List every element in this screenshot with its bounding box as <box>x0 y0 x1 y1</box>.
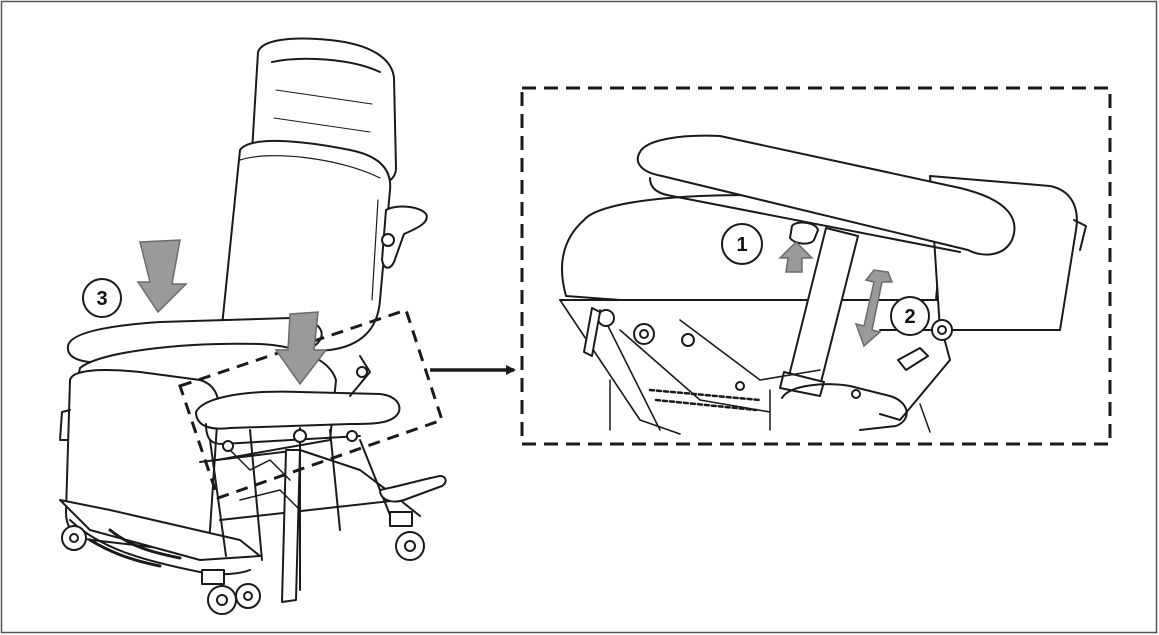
wheel-front-left <box>201 569 237 615</box>
foot-plate <box>59 499 261 561</box>
back-side-handle <box>381 205 428 269</box>
callout-2: 2 <box>890 296 930 336</box>
callout-3-label: 3 <box>96 288 107 310</box>
wheel-front-right <box>389 511 425 561</box>
chair-illustration <box>59 37 447 615</box>
zoom-detail-illustration <box>559 134 1087 435</box>
right-armrest <box>195 390 401 430</box>
zoom-armrest <box>636 134 1016 256</box>
arrow-up-lever <box>778 240 814 273</box>
callout-1-label: 1 <box>736 234 747 256</box>
arrow-down-seat <box>274 311 328 386</box>
zoom-detail-box <box>520 86 1112 446</box>
foot-pedal <box>379 475 447 503</box>
wheel-back-right <box>235 583 261 609</box>
callout-1: 1 <box>721 223 763 265</box>
callout-2-label: 2 <box>904 306 915 328</box>
wheel-back-left <box>61 525 87 551</box>
arrow-down-seat-back <box>136 239 188 314</box>
zoom-lever <box>789 221 819 245</box>
callout-3: 3 <box>82 278 122 318</box>
highlight-region <box>178 308 444 500</box>
arrow-double-vertical <box>854 269 894 348</box>
